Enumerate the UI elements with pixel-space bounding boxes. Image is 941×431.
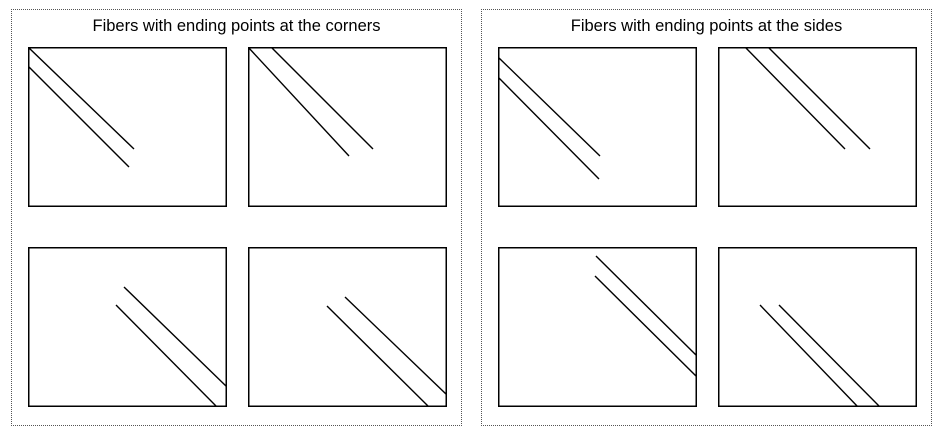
fiber-line xyxy=(778,304,881,407)
fiber-line xyxy=(759,304,859,407)
fiber-line xyxy=(270,47,374,150)
fiber-line xyxy=(594,275,697,378)
fiber-line xyxy=(28,65,130,168)
panel-sides: Fibers with ending points at the sides xyxy=(481,9,932,426)
box-frame xyxy=(28,247,227,407)
fiber-diagram xyxy=(28,247,227,407)
box-frame xyxy=(248,247,447,407)
fiber-box-top-right xyxy=(248,47,447,207)
box-frame xyxy=(718,247,917,407)
fiber-diagram xyxy=(498,47,697,207)
panel-corners: Fibers with ending points at the corners xyxy=(11,9,462,426)
box-frame xyxy=(28,47,227,207)
fiber-box-bottom-left xyxy=(28,247,227,407)
fiber-box-bottom-right xyxy=(248,247,447,407)
fiber-line xyxy=(115,304,218,407)
fiber-diagram xyxy=(718,47,917,207)
fiber-line xyxy=(767,47,871,150)
fiber-box-bottom-left xyxy=(498,247,697,407)
fiber-box-bottom-right xyxy=(718,247,917,407)
panel-title: Fibers with ending points at the corners xyxy=(92,17,381,35)
fiber-diagram xyxy=(28,47,227,207)
fiber-line xyxy=(498,76,600,180)
fiber-line xyxy=(326,305,430,407)
fiber-line xyxy=(595,255,697,357)
fiber-box-top-right xyxy=(718,47,917,207)
fiber-line xyxy=(744,47,846,150)
fiber-line xyxy=(28,47,135,150)
fiber-box-top-left xyxy=(498,47,697,207)
box-frame xyxy=(498,47,697,207)
fiber-diagram xyxy=(498,247,697,407)
box-frame xyxy=(498,247,697,407)
box-frame xyxy=(718,47,917,207)
fiber-line xyxy=(498,56,601,157)
panel-title: Fibers with ending points at the sides xyxy=(570,17,843,35)
fiber-line xyxy=(344,296,447,396)
fiber-diagram xyxy=(248,47,447,207)
fiber-diagram xyxy=(248,247,447,407)
fiber-line xyxy=(248,47,350,157)
fiber-diagram xyxy=(718,247,917,407)
fiber-line xyxy=(123,286,227,388)
fiber-box-top-left xyxy=(28,47,227,207)
box-frame xyxy=(248,47,447,207)
